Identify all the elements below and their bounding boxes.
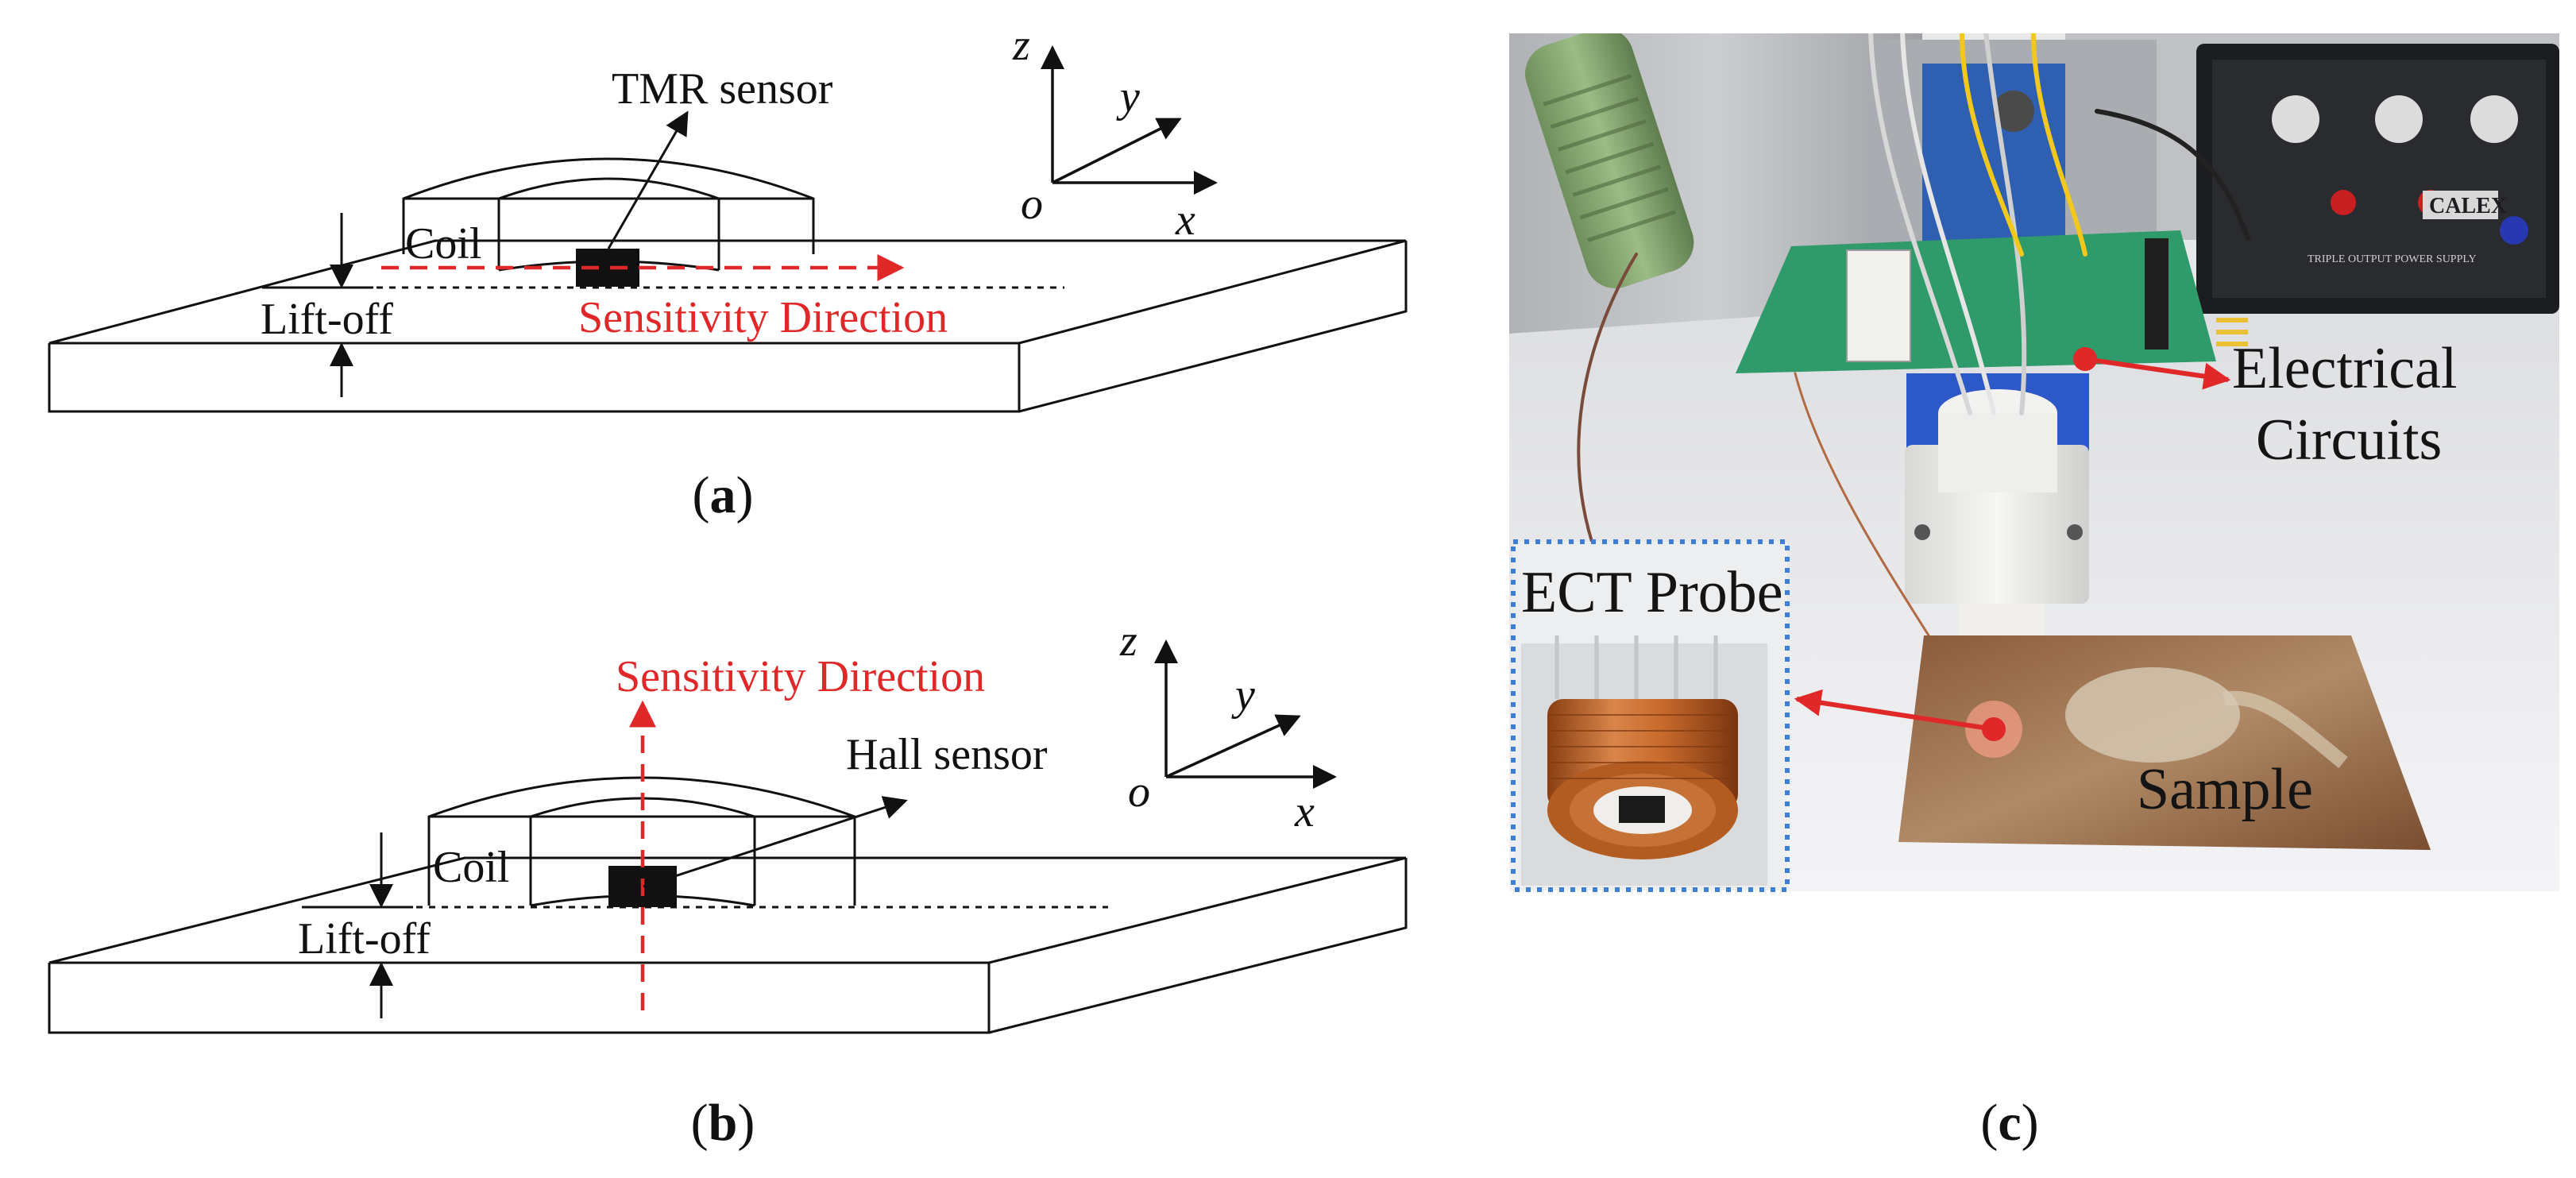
liftoff-label-b: Lift-off xyxy=(298,914,431,964)
green-device xyxy=(1525,33,1694,288)
axis-y-label-a: y xyxy=(1116,72,1140,122)
power-supply-brand: CALEX xyxy=(2429,194,2507,218)
photo-pointers xyxy=(1794,347,2231,741)
axis-origin-label-b: o xyxy=(1128,767,1150,817)
plate-b xyxy=(48,856,1408,1034)
panel-b: z y x o Hall sensor Coil Lift-off Sensit… xyxy=(48,616,1408,1152)
axes-a xyxy=(1041,45,1218,195)
circuit-board xyxy=(1736,230,2248,373)
power-supply: CALEX TRIPLE OUTPUT POWER SUPPLY xyxy=(2196,44,2559,314)
sensitivity-label-b: Sensitivity Direction xyxy=(616,652,985,701)
probe-label: ECT Probe xyxy=(1521,560,1783,625)
sample-label: Sample xyxy=(2137,757,2313,822)
liftoff-bracket-a xyxy=(266,213,373,397)
sensor-label-b: Hall sensor xyxy=(846,730,1048,779)
panel-a: z y x o TMR sensor Coil Lift-off Sensiti… xyxy=(48,21,1408,524)
circuits-label-line1: Electrical xyxy=(2232,336,2457,401)
sample-plate xyxy=(1898,635,2431,850)
caption-a: (a) xyxy=(693,466,754,524)
panel-c-photo: CALEX TRIPLE OUTPUT POWER SUPPLY xyxy=(1509,33,2559,1152)
sensitivity-label-a: Sensitivity Direction xyxy=(578,293,948,342)
power-supply-text: TRIPLE OUTPUT POWER SUPPLY xyxy=(2308,253,2477,265)
coil-label-b: Coil xyxy=(433,843,509,892)
axes-b xyxy=(1154,639,1337,789)
axis-x-label-a: x xyxy=(1175,195,1195,245)
ect-probe-inset: ECT Probe xyxy=(1511,539,1790,892)
sensor-label-a: TMR sensor xyxy=(612,64,833,114)
axis-origin-label-a: o xyxy=(1021,180,1043,229)
coil-label-a: Coil xyxy=(405,219,481,268)
caption-b: (b) xyxy=(691,1094,755,1152)
axis-z-label-a: z xyxy=(1012,21,1030,70)
plate-a xyxy=(48,239,1408,413)
caption-c: (c) xyxy=(1980,1094,2038,1152)
axis-y-label-b: y xyxy=(1231,670,1255,720)
sensor-pointer-a xyxy=(607,110,689,249)
liftoff-label-a: Lift-off xyxy=(261,295,393,344)
sensor-pointer-b xyxy=(643,796,908,888)
inset-border xyxy=(1511,539,1790,892)
axis-z-label-b: z xyxy=(1119,616,1137,666)
copper-coil xyxy=(1547,699,1738,859)
circuits-label-line2: Circuits xyxy=(2256,407,2442,473)
liftoff-bracket-b xyxy=(304,832,413,1018)
axis-x-label-b: x xyxy=(1294,787,1315,836)
